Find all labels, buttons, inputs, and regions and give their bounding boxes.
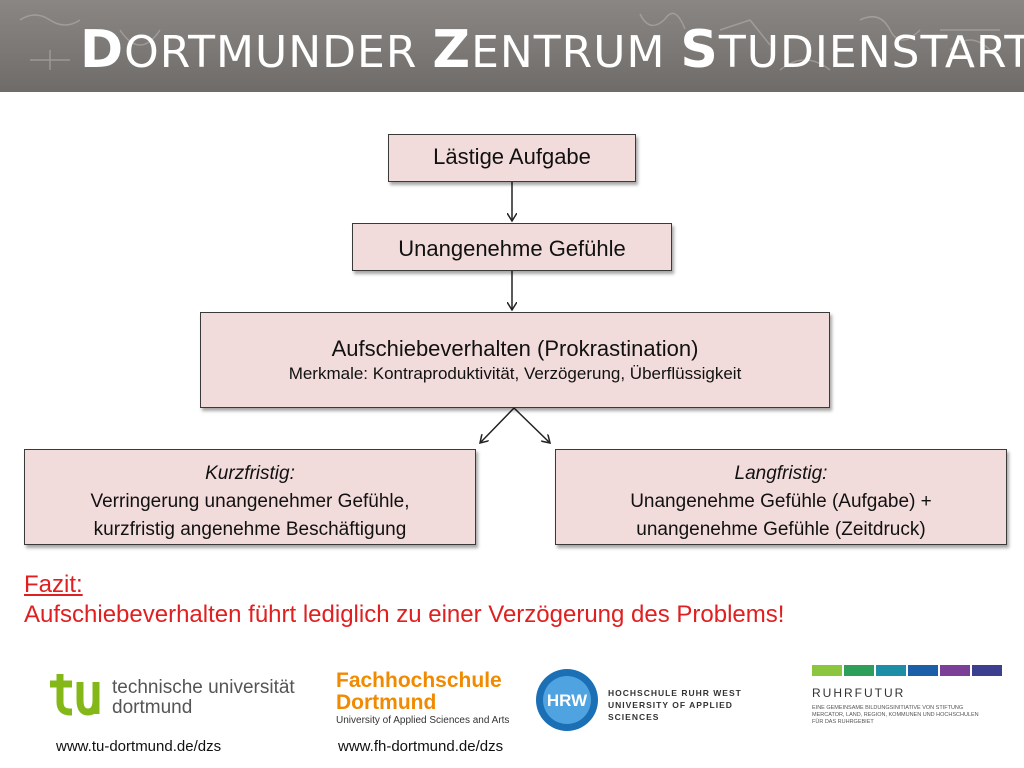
box-procrastination: Aufschiebeverhalten (Prokrastination) Me… [200, 312, 830, 408]
conclusion-label: Fazit: [24, 571, 83, 598]
conclusion: Fazit: Aufschiebeverhalten führt ledigli… [24, 570, 784, 630]
header-banner: DORTMUNDER ZENTRUM STUDIENSTART [0, 0, 1024, 92]
short-term-line-2: kurzfristig angenehme Beschäftigung [93, 519, 407, 540]
fh-url-link[interactable]: www.fh-dortmund.de/dzs [338, 738, 504, 755]
tu-dortmund-logo: technische universität dortmund [46, 672, 316, 722]
box-annoying-task: Lästige Aufgabe [388, 134, 636, 182]
box-short-term: Kurzfristig: Verringerung unangenehmer G… [24, 449, 476, 545]
long-term-heading: Langfristig: [734, 463, 828, 484]
procrastination-subtitle: Merkmale: Kontraproduktivität, Verzögeru… [288, 364, 742, 383]
ruhrfutur-bar [940, 665, 970, 676]
ruhrfutur-bar [812, 665, 842, 676]
task-label: Lästige Aufgabe [433, 144, 591, 169]
box-unpleasant-feelings: Unangenehme Gefühle [352, 223, 672, 271]
conclusion-text: Aufschiebeverhalten führt lediglich zu e… [24, 601, 785, 628]
header-title: DORTMUNDER ZENTRUM STUDIENSTART [80, 20, 1024, 80]
short-term-heading: Kurzfristig: [205, 463, 295, 484]
arrow-to-short-term [480, 407, 515, 443]
arrow-to-long-term [513, 407, 550, 443]
hrw-badge-text: HRW [547, 691, 588, 710]
ruhrfutur-bar [876, 665, 906, 676]
ruhrfutur-subtitle: Eine gemeinsame Bildungsinitiative von S… [812, 705, 979, 725]
ruhrfutur-bar [844, 665, 874, 676]
ruhrfutur-color-bars [812, 665, 1012, 676]
ruhrfutur-bar [972, 665, 1002, 676]
tu-logo-text: technische universität dortmund [112, 677, 295, 718]
short-term-line-1: Verringerung unangenehmer Gefühle, [90, 491, 410, 512]
feelings-label: Unangenehme Gefühle [398, 236, 626, 261]
tu-logo-mark-icon [50, 674, 100, 716]
hochschule-ruhr-west-logo: HRW HOCHSCHULE RUHR WEST UNIVERSITY OF A… [535, 668, 785, 731]
hrw-logo-text: HOCHSCHULE RUHR WEST UNIVERSITY OF APPLI… [608, 688, 742, 722]
ruhrfutur-name: RUHRFUTUR [812, 686, 906, 700]
ruhrfutur-logo: RUHRFUTUR Eine gemeinsame Bildungsinitia… [812, 665, 1012, 735]
chalkboard-background [19, 12, 1000, 71]
long-term-line-2: unangenehme Gefühle (Zeitdruck) [636, 519, 926, 540]
ruhrfutur-bar [908, 665, 938, 676]
box-long-term: Langfristig: Unangenehme Gefühle (Aufgab… [555, 449, 1007, 545]
long-term-line-1: Unangenehme Gefühle (Aufgabe) + [630, 491, 932, 512]
tu-url-link[interactable]: www.tu-dortmund.de/dzs [56, 738, 222, 755]
fh-dortmund-logo: Fachhochschule Dortmund University of Ap… [336, 669, 510, 727]
hrw-badge-icon: HRW [536, 669, 598, 731]
procrastination-title: Aufschiebeverhalten (Prokrastination) [331, 336, 699, 361]
